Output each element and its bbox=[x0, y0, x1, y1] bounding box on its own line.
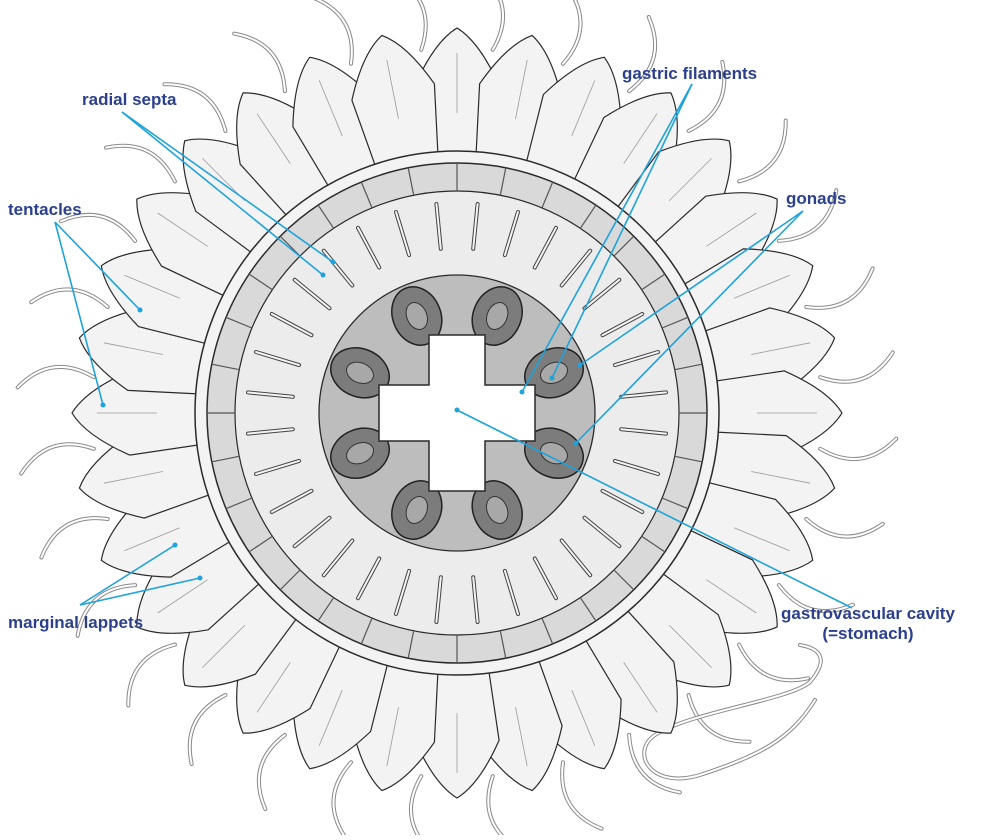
tentacle-highlight bbox=[21, 444, 94, 473]
label-marginal-lappets: marginal lappets bbox=[8, 613, 143, 633]
leader-dot bbox=[550, 376, 555, 381]
tentacle bbox=[396, 0, 425, 50]
leader-dot bbox=[101, 403, 106, 408]
leader-dot bbox=[574, 441, 579, 446]
tentacle-highlight bbox=[629, 735, 680, 793]
label-gastrovascular-cavity: gastrovascular cavity (=stomach) bbox=[758, 604, 978, 644]
label-gastric-filaments: gastric filaments bbox=[622, 64, 757, 84]
tentacle-highlight bbox=[190, 695, 226, 764]
tentacle-highlight bbox=[820, 352, 893, 381]
label-gastrovascular-cavity-line2: (=stomach) bbox=[758, 624, 978, 644]
label-gastrovascular-cavity-line1: gastrovascular cavity bbox=[758, 604, 978, 624]
leader-dot bbox=[578, 363, 583, 368]
tentacle-highlight bbox=[106, 146, 175, 182]
tentacle bbox=[483, 0, 503, 50]
label-radial-septa: radial septa bbox=[82, 90, 177, 110]
tentacle-highlight bbox=[739, 645, 808, 681]
leader-dot bbox=[331, 260, 336, 265]
leader-dot bbox=[173, 543, 178, 548]
leader-dot bbox=[321, 273, 326, 278]
tentacle-highlight bbox=[411, 776, 431, 835]
tentacle-highlight bbox=[234, 34, 285, 92]
leader-dot bbox=[138, 308, 143, 313]
tentacle-highlight bbox=[31, 289, 108, 307]
leader-dot bbox=[198, 576, 203, 581]
label-gonads: gonads bbox=[786, 189, 846, 209]
leader-line bbox=[55, 222, 103, 405]
leader-dot bbox=[520, 390, 525, 395]
tentacle-highlight bbox=[562, 762, 601, 828]
label-tentacles: tentacles bbox=[8, 200, 82, 220]
tentacle-highlight bbox=[806, 519, 883, 537]
tentacle-highlight bbox=[313, 0, 352, 64]
bell-group bbox=[195, 151, 719, 675]
tentacle-highlight bbox=[41, 518, 107, 557]
tentacle-highlight bbox=[806, 269, 872, 308]
leader-dot bbox=[455, 408, 460, 413]
tentacle bbox=[488, 776, 517, 835]
tentacle-highlight bbox=[483, 0, 503, 50]
